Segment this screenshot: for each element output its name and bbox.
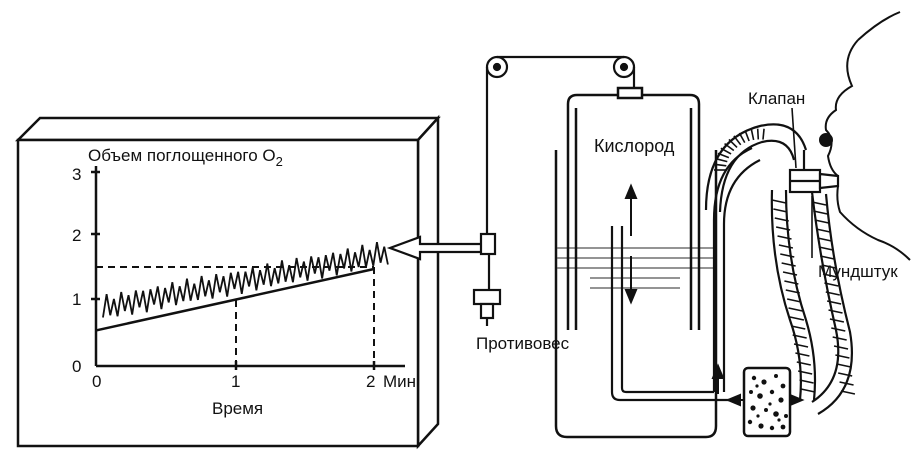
hose-rib bbox=[838, 372, 853, 377]
hose-rib bbox=[833, 345, 849, 350]
y-tick-3: 3 bbox=[72, 165, 81, 184]
hose-rib bbox=[724, 142, 735, 152]
hose-rib bbox=[773, 208, 788, 213]
x-tick-1: 1 bbox=[231, 372, 240, 391]
recording-drum bbox=[14, 114, 441, 450]
hose-rib bbox=[836, 363, 851, 368]
hose-rib bbox=[744, 130, 750, 142]
hose-rib bbox=[798, 370, 813, 375]
plot-area bbox=[95, 241, 389, 332]
hose-rib bbox=[750, 129, 755, 141]
pointer-arrow bbox=[386, 235, 490, 261]
inner-tubes bbox=[610, 146, 761, 402]
hose-rib bbox=[781, 262, 796, 267]
y-tick-2: 2 bbox=[72, 226, 81, 245]
hose-rib bbox=[789, 316, 805, 321]
hose-rib bbox=[738, 132, 746, 144]
hose-ribs bbox=[714, 128, 856, 395]
mouthpiece-label: Мундштук bbox=[818, 262, 898, 281]
hose-rib bbox=[774, 217, 789, 222]
hose-rib bbox=[756, 128, 760, 140]
hose-rib bbox=[717, 152, 730, 159]
co2-absorber bbox=[742, 366, 792, 438]
water-tank bbox=[554, 150, 718, 439]
hose-rib bbox=[785, 289, 800, 294]
pulley-system bbox=[485, 55, 636, 238]
water-surface bbox=[557, 247, 715, 289]
hose-rib bbox=[775, 226, 791, 231]
face-profile bbox=[819, 11, 911, 261]
hose-rib bbox=[814, 219, 829, 224]
hose-rib bbox=[720, 147, 732, 155]
valve bbox=[788, 150, 840, 194]
hose-rib bbox=[832, 336, 847, 341]
hose-rib bbox=[788, 307, 803, 312]
reference-lines bbox=[96, 266, 375, 366]
trend-line bbox=[95, 267, 375, 332]
counterweight-label: Противовес bbox=[476, 334, 570, 353]
hose-rib bbox=[818, 246, 834, 251]
hose-rib bbox=[715, 157, 728, 163]
y-tick-1: 1 bbox=[72, 290, 81, 309]
hose-rib bbox=[840, 390, 856, 395]
hose-rib bbox=[824, 282, 839, 287]
breathing-trace bbox=[102, 241, 389, 318]
hose-rib bbox=[831, 327, 846, 332]
hose-rib bbox=[825, 291, 840, 296]
hose-rib bbox=[828, 309, 843, 314]
hose-rib bbox=[835, 354, 850, 359]
valve-leader bbox=[791, 107, 813, 258]
y-tick-0: 0 bbox=[72, 357, 81, 376]
oxygen-bell bbox=[566, 86, 701, 330]
hose-rib bbox=[815, 228, 831, 233]
hose-rib bbox=[811, 201, 827, 206]
hose-rib bbox=[817, 237, 832, 242]
x-tick-0: 0 bbox=[92, 372, 101, 391]
hose-rib bbox=[714, 163, 727, 167]
oxygen-label: Кислород bbox=[594, 136, 675, 156]
hose-rib bbox=[793, 343, 809, 348]
x-tick-2: 2 bbox=[366, 372, 375, 391]
hose-rib bbox=[820, 255, 835, 260]
hose-rib bbox=[791, 325, 806, 330]
hose-rib bbox=[826, 300, 842, 305]
counterweight bbox=[472, 232, 502, 326]
x-unit: Мин bbox=[383, 372, 416, 391]
hose-rib bbox=[792, 334, 807, 339]
hose-rib bbox=[771, 199, 787, 204]
hose-rib bbox=[813, 210, 828, 215]
x-axis-title: Время bbox=[212, 399, 263, 418]
y-axis-title: Объем поглощенного O2 bbox=[88, 146, 283, 169]
hose-rib bbox=[762, 128, 765, 140]
hose-rib bbox=[829, 318, 845, 323]
hose-rib bbox=[821, 264, 836, 269]
hose-rib bbox=[839, 381, 854, 386]
hose-rib bbox=[786, 298, 802, 303]
hose-rib bbox=[780, 253, 795, 258]
hose-rib bbox=[795, 352, 810, 357]
hose-rib bbox=[782, 271, 798, 276]
valve-label: Клапан bbox=[748, 89, 805, 108]
hose-rib bbox=[733, 135, 742, 146]
hose-rib bbox=[800, 388, 816, 393]
hose-rib bbox=[728, 138, 738, 149]
hose-rib bbox=[778, 244, 794, 249]
hose-rib bbox=[822, 273, 838, 278]
hose-rib bbox=[799, 379, 814, 384]
hose-rib bbox=[777, 235, 792, 240]
hose-rib bbox=[796, 361, 811, 366]
hose-rib bbox=[784, 280, 799, 285]
